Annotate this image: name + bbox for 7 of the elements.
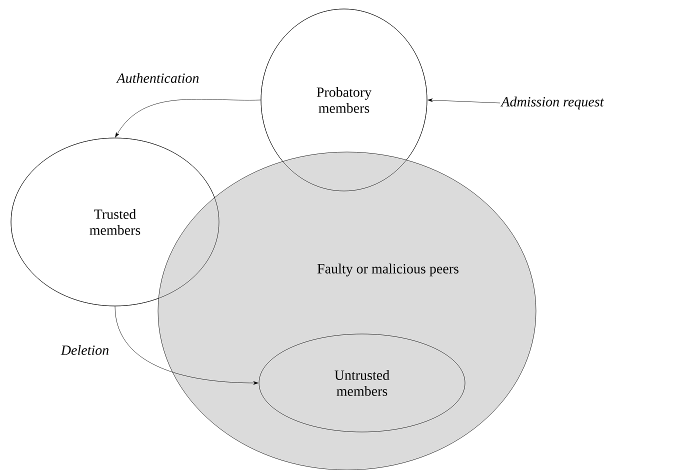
arrow: [115, 99, 261, 138]
ellipse-node: Untrusted members: [258, 334, 466, 432]
arrow: [428, 98, 500, 104]
arrow: [114, 306, 258, 385]
edge-label: Authentication: [116, 73, 199, 83]
edge-label: Deletion: [60, 345, 109, 355]
text-label: Admission request: [500, 96, 604, 110]
